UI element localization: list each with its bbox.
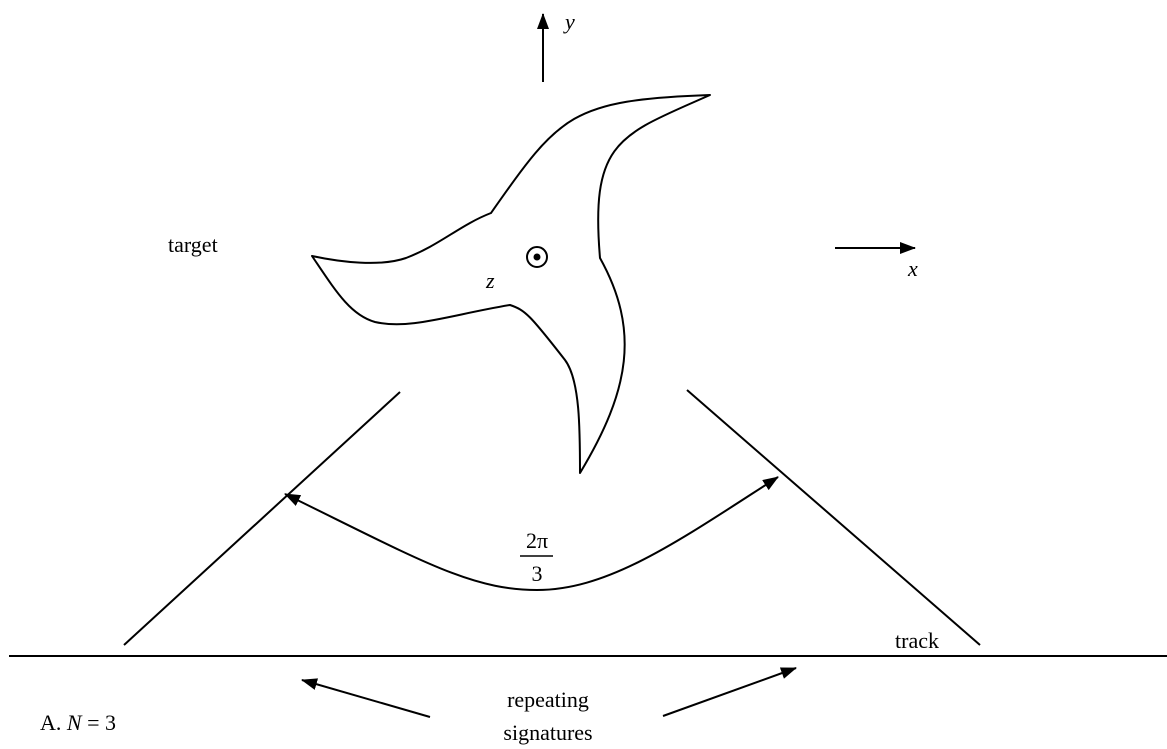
caption-variable: N <box>66 710 83 735</box>
repeating-signatures-line1: repeating <box>507 687 589 712</box>
right-track-line <box>686 389 981 646</box>
target-shape <box>311 94 711 474</box>
angle-arc-arrow <box>284 476 779 592</box>
repeating-right-arrow <box>662 667 797 717</box>
z-axis-symbol-ring <box>526 246 548 268</box>
caption: A. N = 3 <box>40 710 116 735</box>
caption-suffix: = 3 <box>82 710 116 735</box>
caption-prefix: A. <box>40 710 67 735</box>
repeating-signatures-line2: signatures <box>503 720 592 745</box>
y-axis-label: y <box>563 9 575 34</box>
x-axis-label: x <box>907 256 918 281</box>
left-track-line <box>123 391 401 646</box>
target-label: target <box>168 232 218 257</box>
angle-numerator: 2π <box>526 528 548 553</box>
track-label: track <box>895 628 939 653</box>
z-axis-label: z <box>485 268 495 293</box>
z-axis-symbol-dot <box>533 253 541 261</box>
repeating-left-arrow <box>301 678 431 718</box>
angle-denominator: 3 <box>532 561 543 586</box>
